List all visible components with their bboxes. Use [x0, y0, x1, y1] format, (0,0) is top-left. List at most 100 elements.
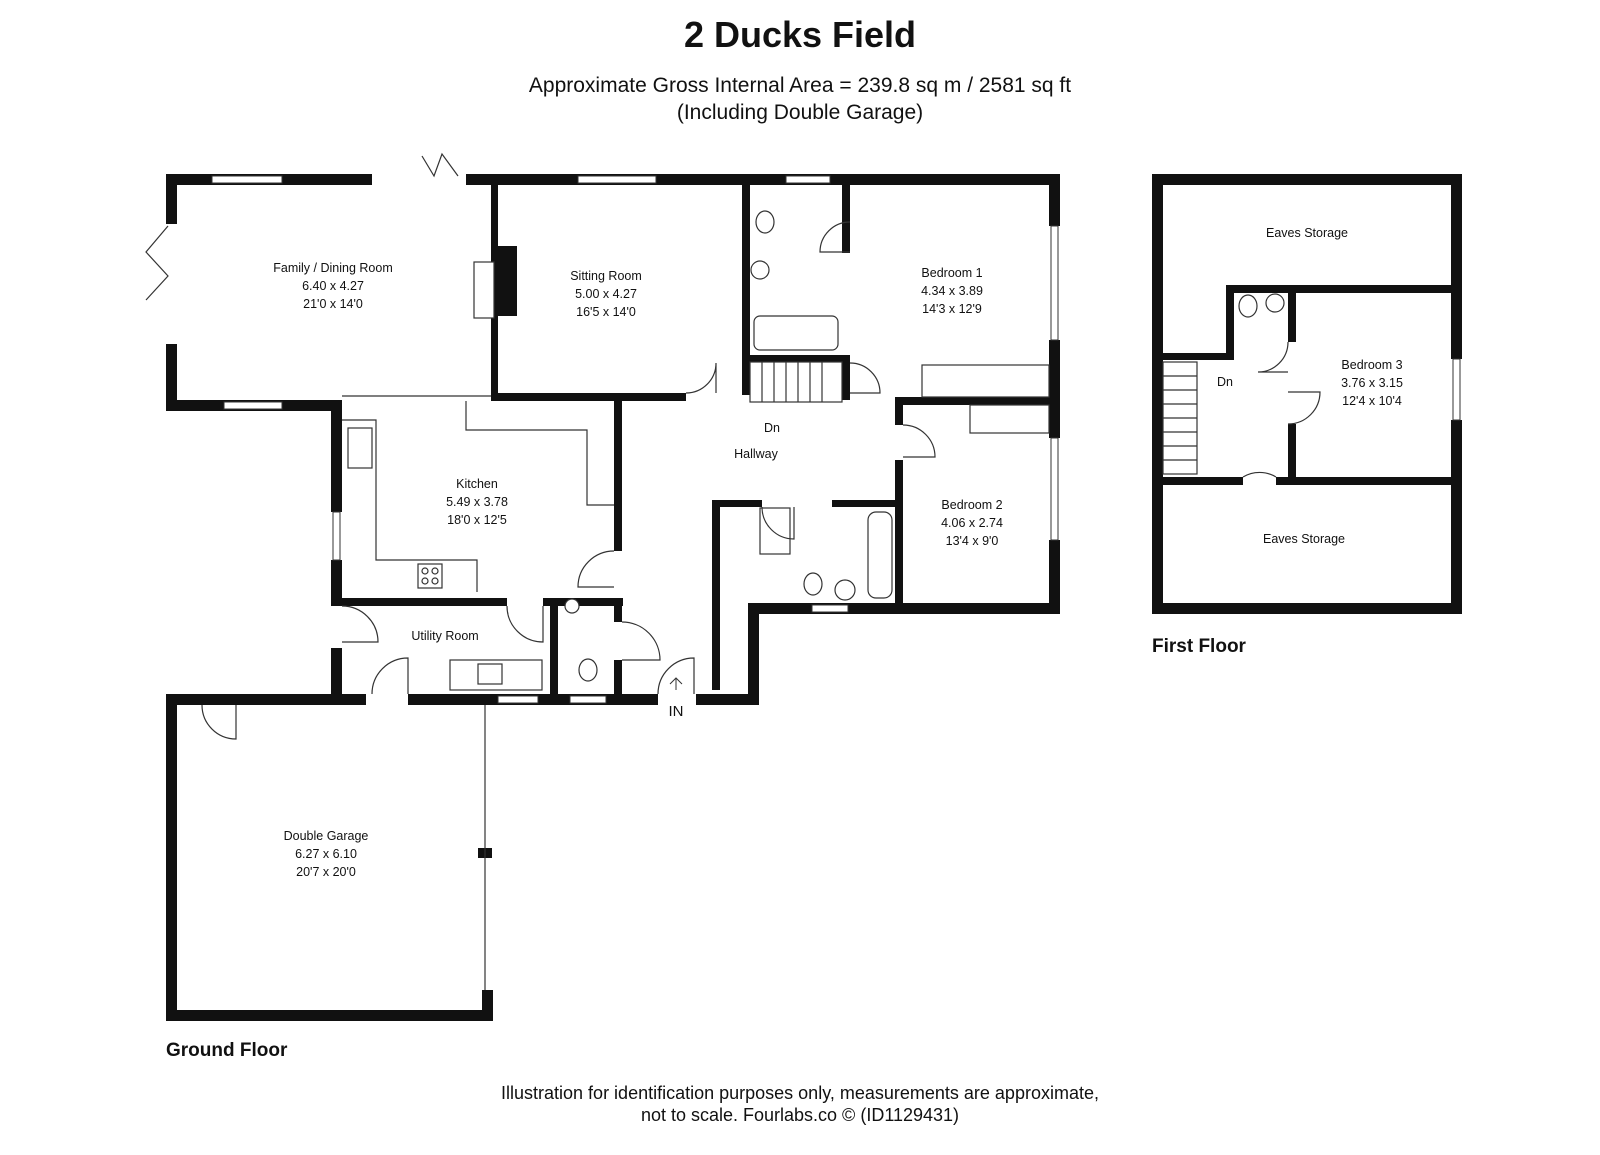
area-line: Approximate Gross Internal Area = 239.8 … [528, 74, 1072, 97]
stairs-down-ground: Dn [764, 421, 780, 435]
door-bed2 [902, 424, 936, 458]
wall-bed1-bottom [895, 397, 1060, 405]
wall-ensuite-top-left [712, 500, 762, 507]
wall-cloak-left [550, 598, 558, 705]
window-bed2-right [1050, 437, 1059, 541]
ground-floor-label: Ground Floor [166, 1040, 288, 1061]
window-ensuite-bottom [811, 604, 849, 613]
fireplace [491, 246, 517, 316]
wall-kitchen-bottom-left [331, 598, 507, 606]
ground-stairs [749, 361, 843, 403]
first-floor-label: First Floor [1152, 636, 1246, 657]
wall-garage-left [166, 694, 177, 1021]
room-labels: Family / Dining Room 6.40 x 4.27 21'0 x … [273, 226, 1403, 879]
ground-floor-walls [166, 174, 1060, 1021]
wall-bed1-right-upper [1049, 174, 1060, 226]
wall-east-wing-left [748, 603, 759, 705]
wall-kitchen-right [614, 401, 622, 551]
wall-ff-landing-top [1163, 353, 1234, 360]
room-imperial-garage: 20'7 x 20'0 [296, 865, 356, 879]
door-ensuite [761, 506, 795, 540]
wall-kitchen-left-lower [331, 560, 342, 606]
room-imperial-bed3: 12'4 x 10'4 [1342, 394, 1402, 408]
utility-sink [477, 663, 503, 685]
window-utility-bottom [497, 695, 539, 704]
wall-eaves-bottom-divider-right [1276, 477, 1462, 485]
room-name-bed2: Bedroom 2 [941, 498, 1002, 512]
bath-tub-main [753, 315, 839, 351]
wall-eaves-bottom-divider-left [1163, 477, 1243, 485]
bifold-door-family-top [421, 152, 459, 178]
room-name-utility: Utility Room [411, 629, 478, 643]
wardrobe-bed2 [969, 404, 1050, 434]
door-ff-bath [1257, 341, 1289, 373]
wall-hall-inner [712, 500, 720, 690]
wall-ff-top [1152, 174, 1462, 185]
bifold-door-family-left [145, 225, 169, 301]
ground-floor-details [145, 152, 1050, 740]
wall-garage-right-stub [482, 990, 493, 1021]
wall-bed2-right-lower [1049, 540, 1060, 614]
door-front [657, 657, 695, 695]
window-cloak-bottom [569, 695, 607, 704]
wall-ff-right-upper [1451, 174, 1462, 359]
basin-cloak [564, 598, 580, 614]
disclaimer: Illustration for identification purposes… [0, 1082, 1600, 1126]
room-name-sitting: Sitting Room [570, 269, 642, 283]
plan-title: 2 Ducks Field [683, 14, 917, 55]
door-utility-side [341, 605, 379, 643]
stairs-down-first: Dn [1217, 375, 1233, 389]
basin-ensuite [834, 579, 856, 601]
room-imperial-bed1: 14'3 x 12'9 [922, 302, 982, 316]
window-sitting-top [577, 175, 657, 184]
wall-ff-bottom [1152, 603, 1462, 614]
wall-garage-bottom [166, 1010, 493, 1021]
wall-bed3-left-lower [1288, 424, 1296, 484]
room-metric-kitchen: 5.49 x 3.78 [446, 495, 508, 509]
basin-main [750, 260, 770, 280]
wall-bath-bottom [742, 355, 850, 362]
door-sitting [685, 362, 717, 394]
room-metric-bed3: 3.76 x 3.15 [1341, 376, 1403, 390]
wall-bed2-left [895, 460, 903, 610]
wardrobe-bed1 [921, 364, 1050, 398]
door-eaves-bottom [1242, 471, 1277, 478]
room-metric-bed2: 4.06 x 2.74 [941, 516, 1003, 530]
hearth [473, 261, 495, 319]
area-note: (Including Double Garage) [676, 101, 924, 124]
wall-ff-right-lower [1451, 420, 1462, 614]
room-imperial-bed2: 13'4 x 9'0 [946, 534, 999, 548]
wall-bed3-left-upper [1288, 285, 1296, 342]
kitchen-worktop [342, 419, 478, 592]
first-floor-stairs [1162, 361, 1198, 475]
kitchen-sink [347, 427, 373, 469]
window-bed1-right [1050, 225, 1059, 341]
wall-kitchen-bottom-right [543, 598, 623, 606]
kitchen-hob [417, 563, 443, 589]
door-bath [819, 221, 851, 253]
room-imperial-family: 21'0 x 14'0 [303, 297, 363, 311]
wall-bath-right-lower [842, 355, 850, 400]
wall-sitting-bottom [491, 393, 686, 401]
wall-family-left-upper [166, 174, 177, 224]
door-utility-kitchen [506, 605, 544, 643]
wall-bed1-right-lower [1049, 340, 1060, 438]
wall-ff-left [1152, 174, 1163, 614]
ground-floor-windows [211, 175, 1059, 704]
window-family-bottom [223, 401, 283, 410]
room-imperial-kitchen: 18'0 x 12'5 [447, 513, 507, 527]
wall-eaves-top-divider [1226, 285, 1462, 293]
wc-cloak [578, 658, 598, 682]
room-name-eaves-bottom: Eaves Storage [1263, 532, 1345, 546]
window-kitchen-left [332, 511, 341, 561]
wall-cloak-right-upper [614, 598, 622, 622]
wall-top-main [466, 174, 1060, 185]
room-name-bed1: Bedroom 1 [921, 266, 982, 280]
wall-cloak-right-lower [614, 660, 622, 705]
room-metric-garage: 6.27 x 6.10 [295, 847, 357, 861]
window-bath-top [785, 175, 831, 184]
door-utility-garage [371, 657, 409, 695]
room-name-eaves-top: Eaves Storage [1266, 226, 1348, 240]
wc-main [755, 210, 775, 234]
